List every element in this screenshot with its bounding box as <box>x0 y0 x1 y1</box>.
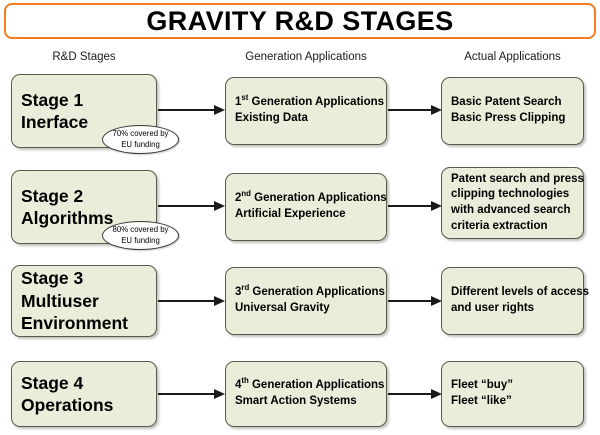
actual-box-3-line2: and user rights <box>451 302 535 314</box>
application-box-1-ordinal: 1 <box>235 96 242 109</box>
stage-box-4-line2: Operations <box>21 395 114 415</box>
application-box-2[interactable]: 2nd Generation Applications Artificial E… <box>225 173 387 241</box>
application-box-1-line1: 1st Generation Applications <box>235 93 384 111</box>
application-box-4-line1-rest: Generation Applications <box>248 379 385 392</box>
stage-box-3-line2: Multiuser <box>21 290 99 311</box>
application-box-4[interactable]: 4th Generation Applications Smart Action… <box>225 361 387 427</box>
application-box-2-line2: Artificial Experience <box>235 208 346 220</box>
funding-callout-1: 70% covered by EU funding <box>102 125 179 154</box>
actual-box-2-line4: criteria extraction <box>451 219 548 232</box>
funding-callout-2-line1: 80% covered by <box>112 225 169 235</box>
arrow-stage2-to-application2 <box>158 200 225 212</box>
application-box-2-ordinal: 2 <box>235 192 242 205</box>
actual-box-2-line2: clipping technologies <box>451 188 570 201</box>
funding-callout-1-line2: EU funding <box>121 139 160 149</box>
actual-box-3[interactable]: Different levels of access and user righ… <box>441 267 590 335</box>
actual-box-1[interactable]: Basic Patent Search Basic Press Clipping <box>441 77 584 145</box>
application-box-4-line2: Smart Action Systems <box>235 395 357 407</box>
page-title: GRAVITY R&D STAGES <box>146 5 454 36</box>
actual-box-4-line2: Fleet “like” <box>451 395 512 407</box>
stage-box-3-line3: Environment <box>21 313 128 334</box>
application-box-1-line1-rest: Generation Applications <box>248 96 385 109</box>
stage-box-4-line1: Stage 4 <box>21 372 84 393</box>
funding-callout-2: 80% covered by EU funding <box>102 221 179 250</box>
column-header-generation-applications: Generation Applications <box>245 51 367 63</box>
arrow-application2-to-actual2 <box>388 200 442 212</box>
stage-box-1-line1: Stage 1 <box>21 89 84 110</box>
actual-box-2[interactable]: Patent search and press clipping technol… <box>441 167 584 239</box>
application-box-4-line1: 4th Generation Applications <box>235 376 384 394</box>
arrow-stage1-to-application1 <box>158 104 225 116</box>
application-box-1[interactable]: 1st Generation Applications Existing Dat… <box>225 77 387 145</box>
arrow-stage4-to-application4 <box>158 388 225 400</box>
stage-box-2-line2: Algorithms <box>21 208 114 228</box>
application-box-3-line1: 3rd Generation Applications <box>235 283 385 301</box>
arrow-application1-to-actual1 <box>388 104 442 116</box>
application-box-3[interactable]: 3rd Generation Applications Universal Gr… <box>225 267 387 335</box>
actual-box-1-line1: Basic Patent Search <box>451 96 562 109</box>
application-box-4-ordinal-suffix: th <box>241 376 249 386</box>
actual-box-4[interactable]: Fleet “buy” Fleet “like” <box>441 361 584 427</box>
application-box-2-line1: 2nd Generation Applications <box>235 189 387 207</box>
application-box-2-ordinal-suffix: nd <box>241 189 251 199</box>
stage-box-4[interactable]: Stage 4 Operations <box>11 361 157 427</box>
actual-box-3-line1: Different levels of access <box>451 286 590 299</box>
actual-box-1-line2: Basic Press Clipping <box>451 112 566 124</box>
actual-box-4-line1: Fleet “buy” <box>451 379 513 392</box>
application-box-3-line2: Universal Gravity <box>235 302 330 314</box>
application-box-4-ordinal: 4 <box>235 379 242 392</box>
arrow-stage3-to-application3 <box>158 295 225 307</box>
diagram-title-banner: GRAVITY R&D STAGES <box>4 3 596 39</box>
application-box-2-line1-rest: Generation Applications <box>250 192 387 205</box>
actual-box-2-line1: Patent search and press <box>451 172 584 185</box>
column-header-actual-applications: Actual Applications <box>464 51 561 63</box>
application-box-3-ordinal: 3 <box>235 286 242 299</box>
application-box-3-ordinal-suffix: rd <box>241 283 250 293</box>
application-box-1-ordinal-suffix: st <box>241 93 249 103</box>
funding-callout-2-line2: EU funding <box>121 235 160 245</box>
arrow-application4-to-actual4 <box>388 388 442 400</box>
arrow-application3-to-actual3 <box>388 295 442 307</box>
application-box-1-line2: Existing Data <box>235 112 308 124</box>
column-header-rd-stages: R&D Stages <box>52 51 116 63</box>
stage-box-3-line1: Stage 3 <box>21 268 84 289</box>
funding-callout-1-line1: 70% covered by <box>112 129 169 139</box>
stage-box-1[interactable]: Stage 1 Inerface <box>11 74 157 148</box>
application-box-3-line1-rest: Generation Applications <box>249 286 385 299</box>
stage-box-3[interactable]: Stage 3 Multiuser Environment <box>11 265 157 337</box>
actual-box-2-line3: with advanced search <box>451 204 571 216</box>
stage-box-2-line1: Stage 2 <box>21 185 84 206</box>
stage-box-1-line2: Inerface <box>21 112 89 132</box>
